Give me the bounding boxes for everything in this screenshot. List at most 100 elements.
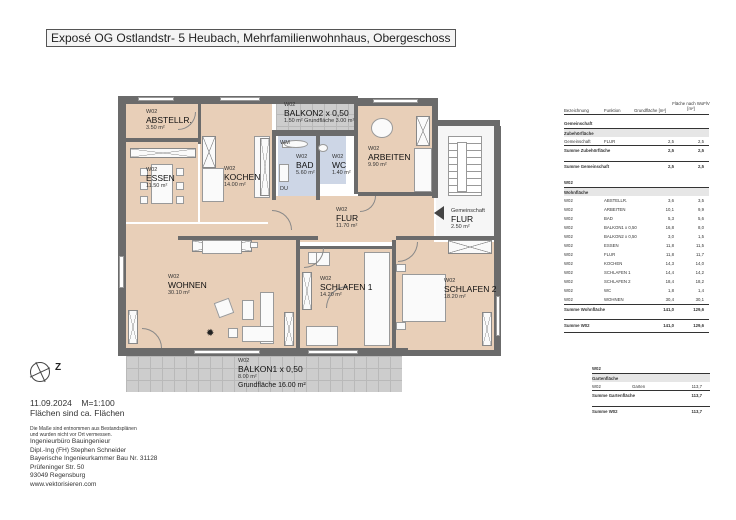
washing-machine-label: WM [280, 140, 290, 146]
cell-grund: 30,4 [665, 297, 674, 302]
cell-grund: 3,6 [668, 198, 674, 203]
label-essen: W02 ESSEN 11.50 m² [146, 167, 175, 189]
cell-funk: BALKON2 x 0,50 [604, 234, 637, 239]
date-scale: 11.09.2024 M=1:100 [30, 398, 115, 408]
dining-table [151, 164, 173, 204]
cell-grund: 14,3 [665, 261, 674, 266]
room-abstellr [126, 104, 198, 138]
cell-wofl: 1,5 [698, 234, 704, 239]
section-title: W02 [564, 180, 573, 185]
label-gemeinschaft-flur: Gemeinschaft FLUR 2.50 m² [451, 208, 485, 230]
label-bad: W02 BAD 5.60 m² [296, 154, 315, 176]
sum-row: Summe Zubehörfläche 2,5 2,5 [564, 148, 704, 153]
cell-wofl: 1,4 [698, 288, 704, 293]
bed [402, 274, 446, 322]
cell-bez: W02 [564, 234, 573, 239]
shower-label: DU [280, 186, 288, 192]
cell-funk: KOCHEN [604, 261, 623, 266]
label-balkon1: W02 BALKON1 x 0,50 8.00 m² Grundfläche 1… [238, 358, 306, 389]
label-abstellr: W02 ABSTELLR. 3.50 m² [146, 109, 192, 131]
cell-funk: SCHLAFEN 1 [604, 270, 631, 275]
area-table: Bezeichnung Funktion Grundfläche [m²] Fl… [564, 101, 710, 333]
cell-bez: W02 [564, 216, 573, 221]
cell-bez: W02 [564, 207, 573, 212]
compass-north-label: Z [55, 362, 62, 373]
cell-wofl: 14,2 [695, 270, 704, 275]
cell-bez: W02 [564, 270, 573, 275]
cell-bez: W02 [564, 198, 573, 203]
cell-grund: 14,4 [665, 270, 674, 275]
label-wc: W02 WC 1.40 m² [332, 154, 351, 176]
cell-wofl: 3,5 [698, 198, 704, 203]
cell-funk: BALKON1 x 0,50 [604, 225, 637, 230]
label-arbeiten: W02 ARBEITEN 9.90 m² [368, 146, 411, 168]
website-link[interactable]: www.vektorisieren.com [30, 480, 97, 488]
section-band: Wohnfläche [564, 187, 709, 196]
cell-funk: BAD [604, 216, 613, 221]
table-row: W02 SCHLAFEN 1 14,4 14,2 [564, 268, 709, 277]
cell-wofl: 18,2 [695, 279, 704, 284]
cell-funk: WC [604, 288, 612, 293]
cell-grund: 10,1 [665, 207, 674, 212]
sum-row: Summe Wohnfläche 141,0 129,6 [564, 304, 709, 313]
cell-funk: ABSTELLR. [604, 198, 628, 203]
address-line: Ingenieurbüro Bauingenieur [30, 438, 111, 445]
stair-direction-arrow-icon [434, 206, 444, 220]
footer-info: 11.09.2024 M=1:100 Flächen sind ca. Fläc… [30, 398, 157, 489]
document-title: Exposé OG Ostlandstr- 5 Heubach, Mehrfam… [46, 29, 456, 47]
table-row: W02 Garten 113,7 [592, 382, 710, 391]
disclaimer-line-2: und wurden nicht vor Ort vermessen. [30, 432, 112, 438]
cell-wofl: 9,9 [698, 207, 704, 212]
section-band: Zubehörfläche [564, 128, 709, 137]
cell-funk: SCHLAFEN 2 [604, 279, 631, 284]
cell-bez: W02 [564, 225, 573, 230]
label-wohnen: W02 WOHNEN 30.10 m² [168, 274, 207, 296]
table-row: W02 WC 1,8 1,4 [564, 286, 709, 295]
cell-grund: 5,3 [668, 216, 674, 221]
section-title: W02 [592, 366, 601, 371]
label-balkon2: W02 BALKON2 x 0,50 1.50 m² Grundfläche 3… [284, 102, 355, 124]
sum-row: Summe Gartenfläche 113,7 [592, 393, 702, 398]
table-row: W02 ABSTELLR. 3,6 3,5 [564, 196, 709, 205]
cell-wofl: 30,1 [695, 297, 704, 302]
sum-row: Summe Gemeinschaft 2,5 2,5 [564, 161, 709, 170]
label-schlafen1: W02 SCHLAFEN 1 14.20 m² [320, 276, 373, 298]
address-line: 93049 Regensburg [30, 472, 86, 479]
floor-plan: WM DU ✹ W02 ABSTELLR. 3.50 m² W02 BALKON… [118, 96, 503, 396]
label-flur: W02 FLUR 11.70 m² [336, 207, 359, 229]
garden-table: W02 Gartenfläche W02 Garten 113,7 Summe … [592, 364, 710, 415]
label-schlafen2: W02 SCHLAFEN 2 18.20 m² [444, 278, 497, 300]
cell-bez: W02 [564, 261, 573, 266]
cell-grund: 18,4 [665, 279, 674, 284]
cell-wofl: 11,5 [695, 243, 704, 248]
cell-grund: 1,8 [668, 288, 674, 293]
cell-grund: 11,8 [665, 252, 674, 257]
cell-funk: ESSEN [604, 243, 619, 248]
ceiling-lamp-icon: ✹ [206, 328, 215, 339]
cell-wofl: 11,7 [695, 252, 704, 257]
room-balkon2 [276, 102, 356, 130]
cell-wofl: 8,0 [698, 225, 704, 230]
sum-row: Summe W02 113,7 [592, 406, 710, 415]
table-row: Gemeinschaft FLUR 2,5 2,5 [564, 137, 709, 146]
table-row: W02 ESSEN 11,8 11,5 [564, 241, 709, 250]
cell-funk: WOHNEN [604, 297, 624, 302]
cell-grund: 11,8 [665, 243, 674, 248]
address-line: Dipl.-Ing (FH) Stephen Schneider [30, 446, 127, 454]
label-kochen: W02 KOCHEN 14.00 m² [224, 166, 261, 188]
compass-icon [30, 362, 50, 382]
section-band: Gartenfläche [592, 373, 710, 382]
cell-grund: 16,8 [665, 225, 674, 230]
cell-bez: W02 [564, 243, 573, 248]
sum-row: Summe W02 141,0 129,6 [564, 319, 709, 333]
cell-bez: W02 [564, 288, 573, 293]
room-balkon1 [126, 356, 402, 392]
